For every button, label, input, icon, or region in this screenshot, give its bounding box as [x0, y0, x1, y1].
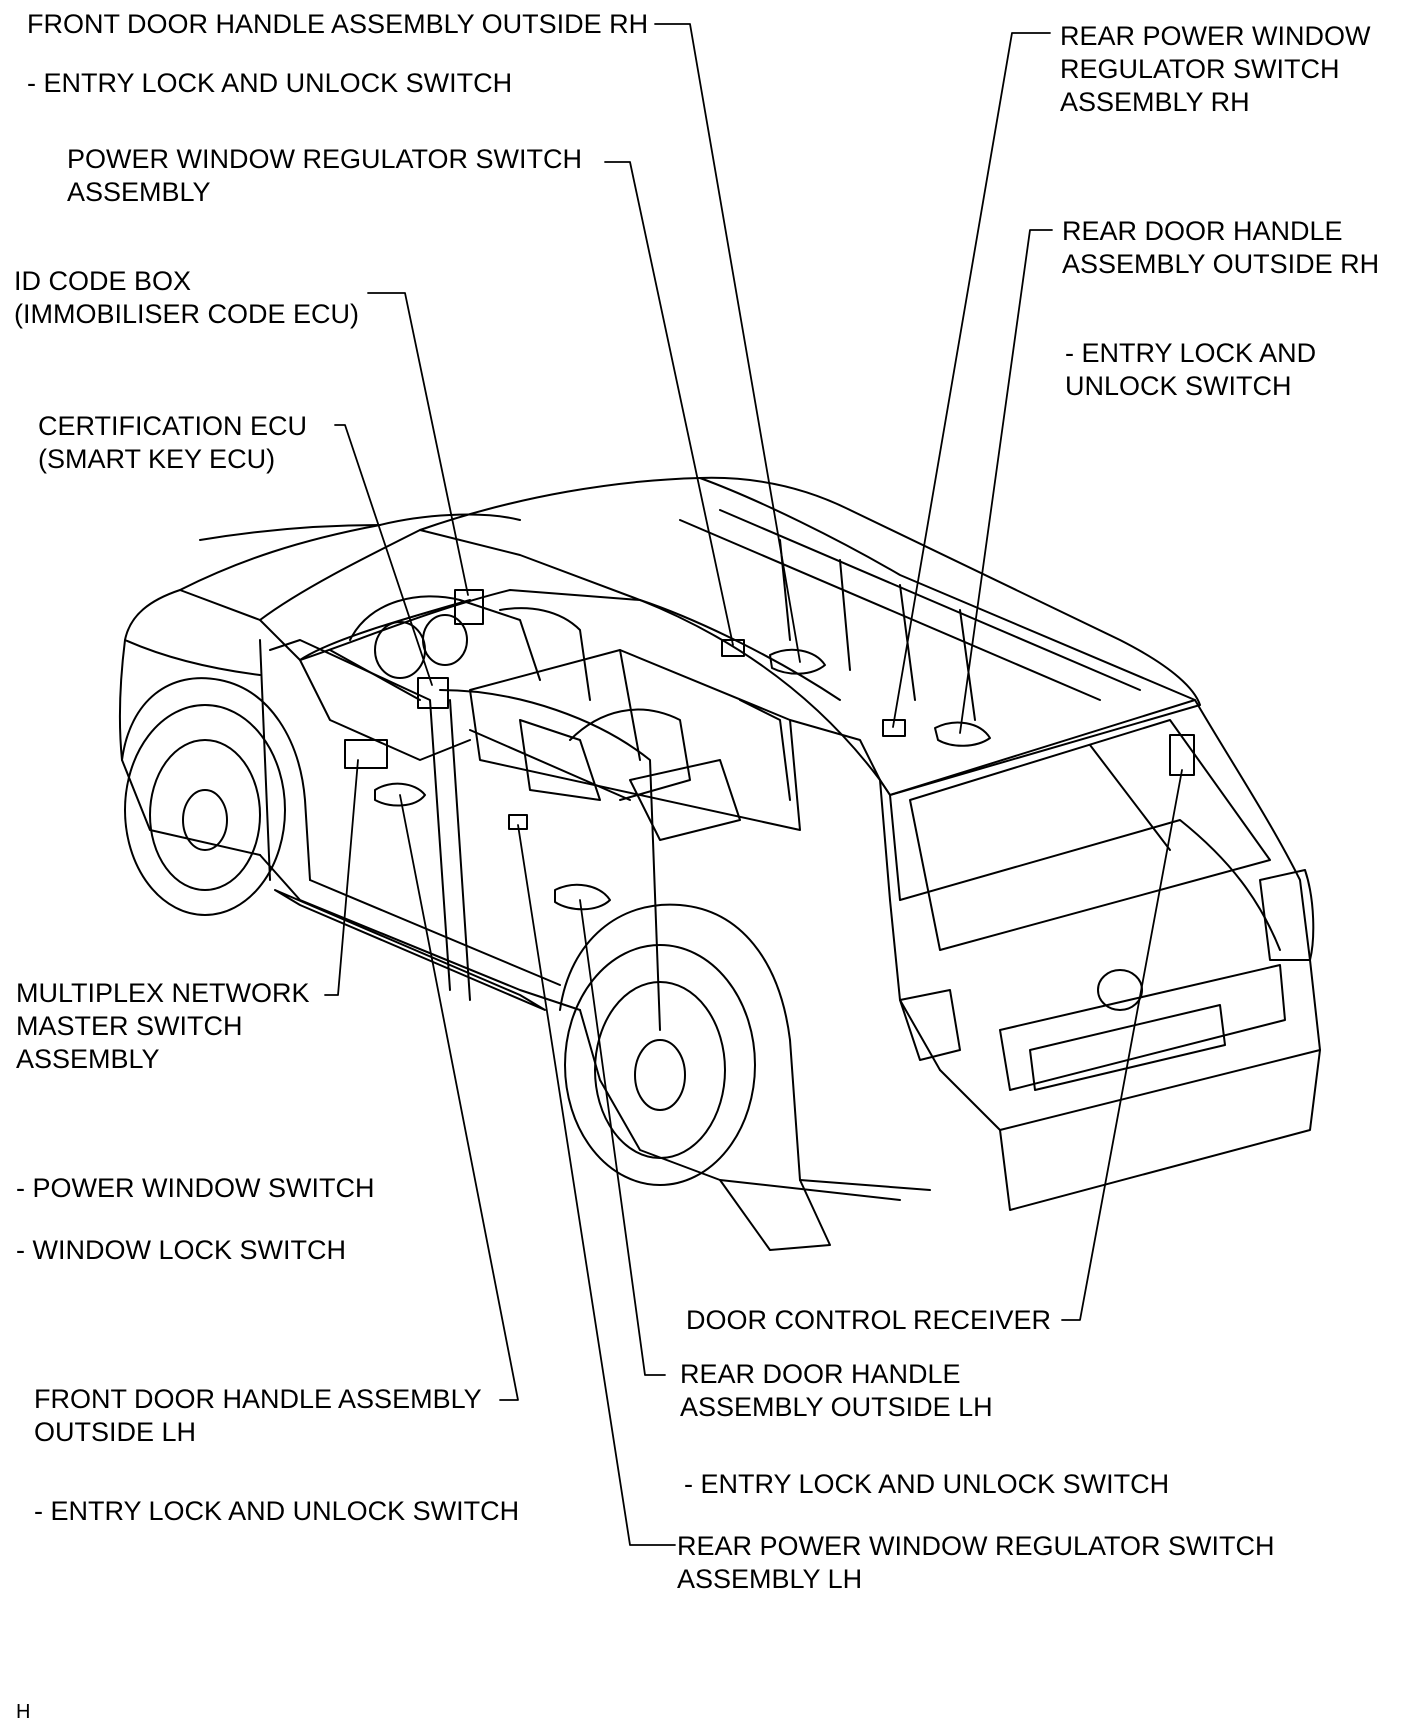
leader-multiplex-master-switch	[324, 759, 359, 996]
rear-handle-lh-part	[554, 883, 611, 911]
front-handle-rh-part	[769, 648, 826, 675]
certification-ecu-part	[417, 677, 449, 709]
rear-handle-rh-part	[934, 721, 991, 747]
leader-front-door-handle-lh	[399, 794, 519, 1401]
leader-rear-power-window-lh	[517, 824, 676, 1546]
label-front-door-handle-rh: FRONT DOOR HANDLE ASSEMBLY OUTSIDE RH	[27, 8, 648, 41]
label-door-control-receiver: DOOR CONTROL RECEIVER	[686, 1305, 1052, 1335]
leader-rear-power-window-rh	[892, 32, 1051, 728]
label-multiplex-master-switch: MULTIPLEX NETWORK MASTER SWITCH ASSEMBLY	[16, 978, 310, 1074]
front-handle-lh-part	[374, 782, 426, 807]
pw-regulator-switch-part	[721, 639, 745, 657]
label-rear-door-handle-rh-sub: - ENTRY LOCK AND UNLOCK SWITCH	[1065, 338, 1317, 401]
figure-code: H	[16, 1701, 31, 1723]
leader-certification-ecu	[334, 424, 433, 686]
label-id-code-box: ID CODE BOX (IMMOBILISER CODE ECU)	[14, 266, 360, 329]
id-code-box-part	[454, 589, 484, 625]
label-certification-ecu: CERTIFICATION ECU (SMART KEY ECU)	[38, 411, 308, 474]
label-rear-power-window-lh: REAR POWER WINDOW REGULATOR SWITCH ASSEM…	[677, 1531, 1275, 1594]
vehicle-body	[118, 476, 1321, 1251]
label-front-door-handle-lh: FRONT DOOR HANDLE ASSEMBLY OUTSIDE LH	[34, 1384, 482, 1447]
label-front-door-handle-rh-title: FRONT DOOR HANDLE ASSEMBLY OUTSIDE RH	[27, 9, 649, 39]
leader-rear-door-handle-rh	[959, 229, 1053, 734]
master-switch-part	[344, 739, 388, 769]
label-power-window-switch: - POWER WINDOW SWITCH	[16, 1173, 375, 1203]
label-power-window-regulator-switch: POWER WINDOW REGULATOR SWITCH ASSEMBLY	[67, 144, 582, 207]
leader-front-door-handle-rh	[654, 23, 801, 663]
leader-id-code-box	[367, 292, 469, 596]
door-control-receiver-part	[1169, 734, 1195, 776]
label-rear-power-window-rh: REAR POWER WINDOW REGULATOR SWITCH ASSEM…	[1060, 21, 1371, 117]
label-window-lock-switch: - WINDOW LOCK SWITCH	[16, 1235, 346, 1265]
label-rear-door-handle-lh-sub: - ENTRY LOCK AND UNLOCK SWITCH	[684, 1469, 1170, 1499]
label-rear-door-handle-lh: REAR DOOR HANDLE ASSEMBLY OUTSIDE LH	[680, 1359, 993, 1422]
label-rear-door-handle-rh: REAR DOOR HANDLE ASSEMBLY OUTSIDE RH	[1062, 216, 1380, 279]
leader-door-control-receiver	[1061, 769, 1183, 1321]
leader-power-window-regulator-switch	[604, 161, 734, 646]
leader-lines	[324, 23, 1183, 1546]
label-front-door-handle-lh-sub: - ENTRY LOCK AND UNLOCK SWITCH	[34, 1496, 520, 1526]
leader-rear-door-handle-lh	[579, 899, 666, 1376]
label-front-door-handle-rh-sub: - ENTRY LOCK AND UNLOCK SWITCH	[27, 68, 513, 98]
